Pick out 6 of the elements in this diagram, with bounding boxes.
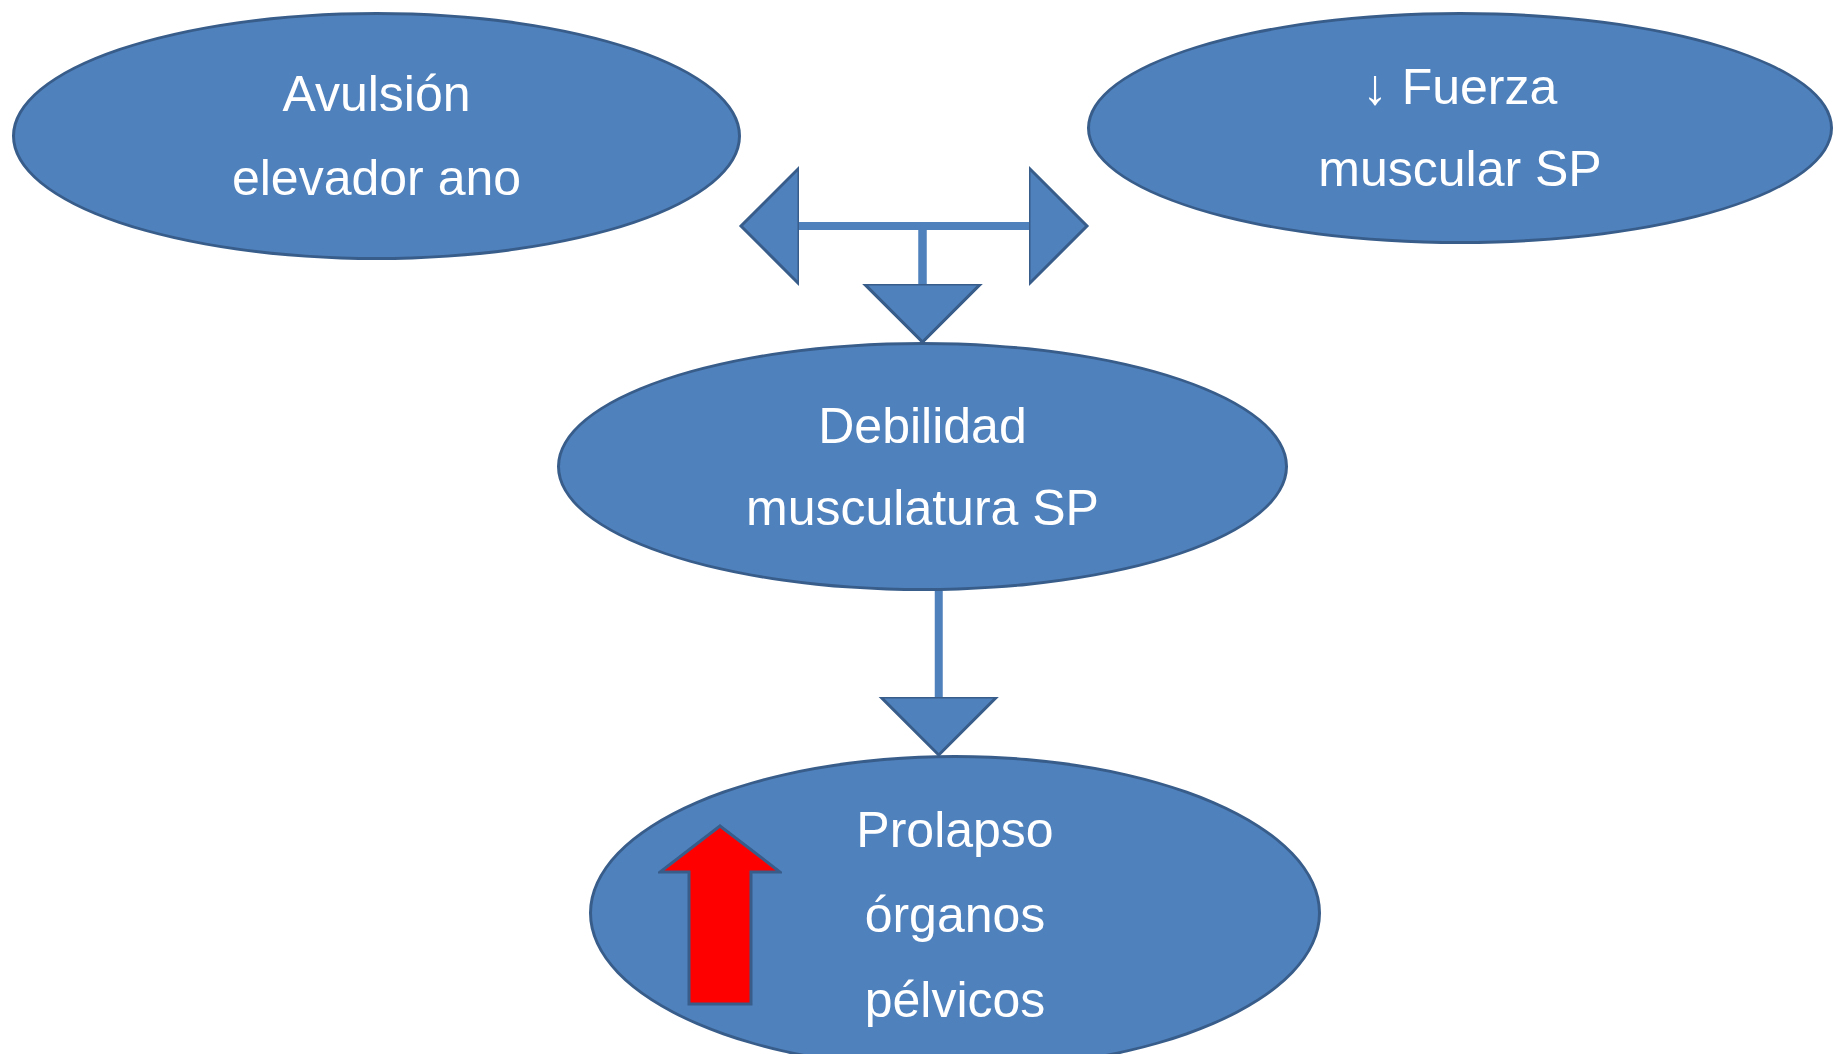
- node-label: ↓ Fuerza muscular SP: [1317, 58, 1603, 199]
- block-arrow: [863, 166, 1089, 344]
- block-arrow: [879, 591, 999, 757]
- node-label: Prolapso órganos pélvicos: [855, 801, 1055, 1030]
- node-label: Debilidad musculatura SP: [745, 396, 1100, 538]
- node-label: Avulsión elevador ano: [230, 65, 523, 208]
